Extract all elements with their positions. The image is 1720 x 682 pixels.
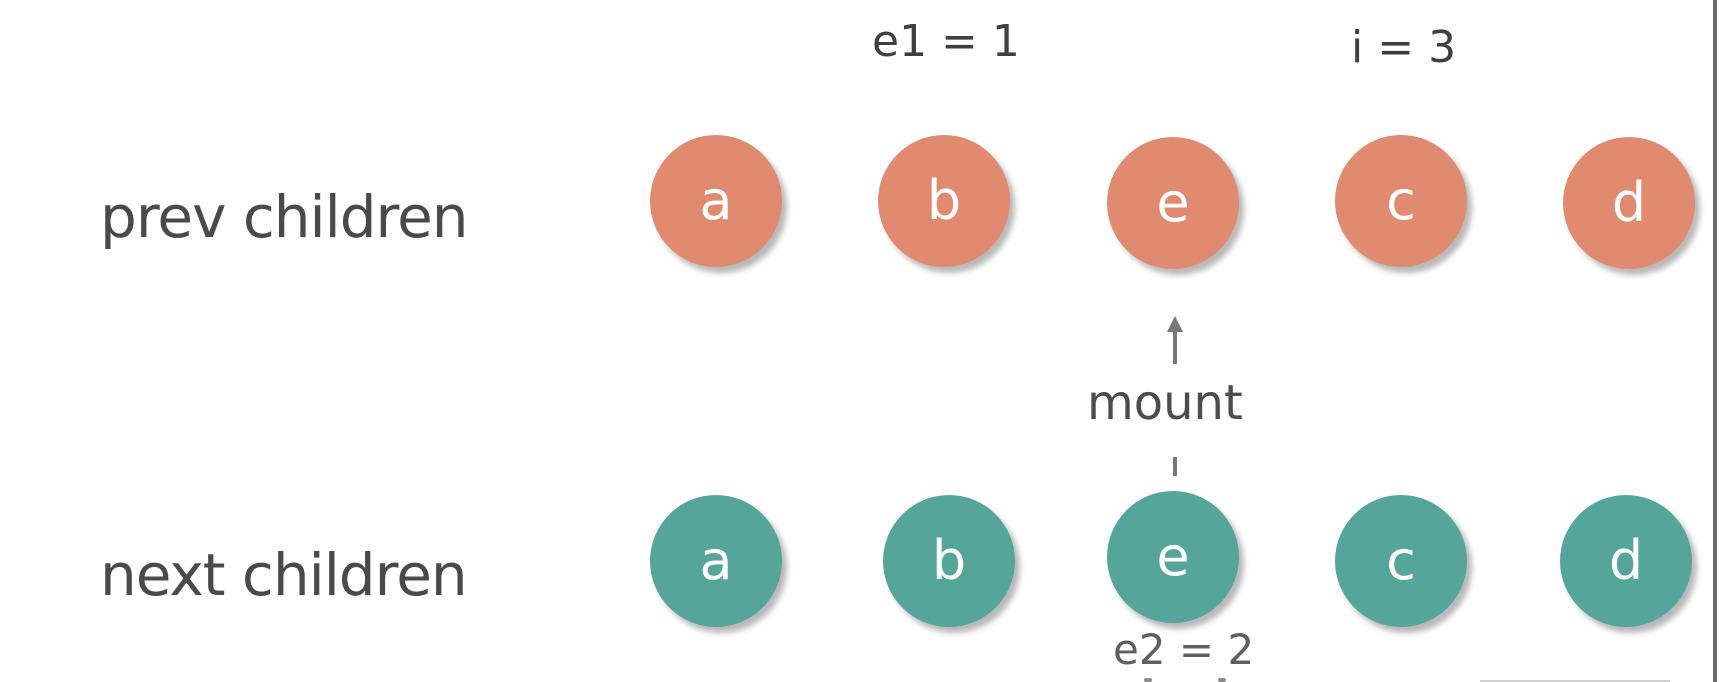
mount-arrow xyxy=(1167,316,1183,364)
next-node-b: b xyxy=(883,495,1015,627)
node-letter: d xyxy=(1608,529,1644,592)
prev-node-d: d xyxy=(1563,137,1695,269)
bottom-edge-line xyxy=(1480,680,1670,682)
next-node-a: a xyxy=(650,495,782,627)
e1-pointer-label: e1 = 1 xyxy=(872,16,1020,67)
prev-children-label: prev children xyxy=(100,183,469,251)
node-letter: b xyxy=(926,169,962,232)
next-node-c: c xyxy=(1335,495,1467,627)
prev-node-c: c xyxy=(1335,135,1467,267)
node-letter: c xyxy=(1386,169,1416,232)
prev-node-b: b xyxy=(878,135,1010,267)
next-node-d: d xyxy=(1560,495,1692,627)
mount-arrow-shaft xyxy=(1173,330,1177,364)
bottom-edge-mark xyxy=(1144,678,1152,682)
node-letter: e xyxy=(1156,171,1190,234)
right-edge-border xyxy=(1713,0,1717,682)
node-letter: d xyxy=(1611,171,1647,234)
next-children-label: next children xyxy=(100,541,468,609)
i-pointer-label: i = 3 xyxy=(1351,22,1457,73)
e2-pointer-label: e2 = 2 xyxy=(1113,625,1255,674)
node-letter: b xyxy=(931,529,967,592)
node-letter: a xyxy=(699,529,733,592)
mount-tick xyxy=(1173,457,1177,476)
bottom-edge-mark xyxy=(1218,678,1226,682)
mount-label: mount xyxy=(1087,375,1243,431)
node-letter: c xyxy=(1386,529,1416,592)
node-letter: a xyxy=(699,169,733,232)
prev-node-a: a xyxy=(650,135,782,267)
node-letter: e xyxy=(1156,525,1190,588)
prev-node-e: e xyxy=(1107,137,1239,269)
mount-arrow-head xyxy=(1167,316,1183,332)
next-node-e: e xyxy=(1107,491,1239,623)
